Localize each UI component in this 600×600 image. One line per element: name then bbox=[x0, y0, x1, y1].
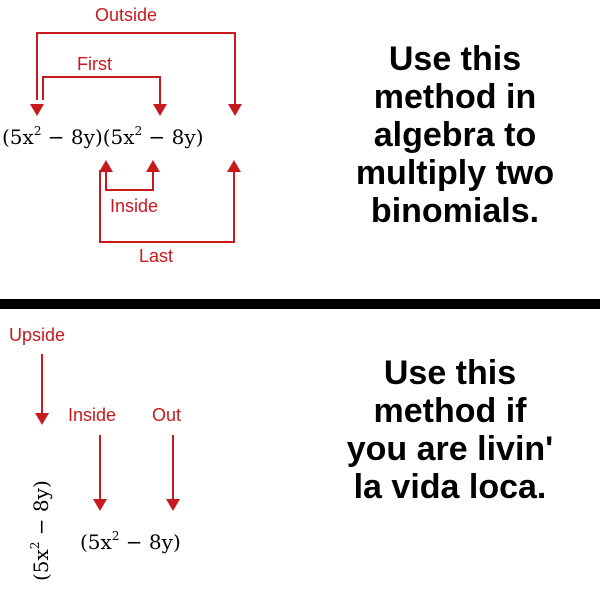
arrow-down-icon bbox=[35, 413, 49, 425]
caption-line: method if bbox=[373, 392, 527, 430]
inside-label: Inside bbox=[110, 196, 158, 216]
arrow-up-icon bbox=[99, 160, 113, 172]
caption-line: multiply two bbox=[355, 154, 555, 192]
last-bracket bbox=[99, 160, 241, 243]
outside-label: Outside bbox=[95, 5, 157, 25]
arrow-down-icon bbox=[30, 104, 44, 116]
caption-line: la vida loca. bbox=[353, 468, 547, 506]
arrow-down-icon bbox=[228, 104, 242, 116]
arrow-up-icon bbox=[146, 160, 160, 172]
first-bracket bbox=[42, 76, 167, 116]
vida-loca-expression: (5x2 − 8y) bbox=[80, 529, 181, 554]
last-label: Last bbox=[139, 246, 173, 266]
caption-line: algebra to bbox=[373, 116, 537, 154]
out-label: Out bbox=[152, 405, 181, 425]
foil-panel: Outside First (5x2 − 8y)(5x2 − 8y) Insid… bbox=[2, 3, 580, 268]
arrow-down-icon bbox=[153, 104, 167, 116]
rotated-expression: (5x2 − 8y) bbox=[28, 480, 53, 581]
vida-loca-caption: Use this method if you are livin' la vid… bbox=[325, 354, 575, 506]
caption-line: you are livin' bbox=[346, 430, 554, 468]
vida-loca-diagram: Upside (5x2 − 8y) Inside Out (5x2 − 8y) bbox=[9, 325, 181, 581]
arrow-up-icon bbox=[227, 160, 241, 172]
vida-loca-panel: Upside (5x2 − 8y) Inside Out (5x2 − 8y) … bbox=[0, 309, 600, 600]
caption-line: method in bbox=[373, 78, 537, 116]
arrow-down-icon bbox=[93, 499, 107, 511]
panel-divider bbox=[0, 299, 600, 309]
arrow-down-icon bbox=[166, 499, 180, 511]
outside-bracket bbox=[30, 32, 242, 116]
foil-diagram: Outside First (5x2 − 8y)(5x2 − 8y) Insid… bbox=[2, 3, 242, 268]
caption-line: Use this bbox=[388, 40, 522, 78]
foil-expression: (5x2 − 8y)(5x2 − 8y) bbox=[2, 124, 204, 149]
caption-line: binomials. bbox=[370, 192, 540, 230]
first-label: First bbox=[77, 54, 112, 74]
caption-line: Use this bbox=[383, 354, 517, 392]
inside-bracket bbox=[99, 160, 160, 191]
foil-caption: Use this method in algebra to multiply t… bbox=[330, 40, 580, 230]
upside-label: Upside bbox=[9, 325, 65, 345]
inside-label: Inside bbox=[68, 405, 116, 425]
